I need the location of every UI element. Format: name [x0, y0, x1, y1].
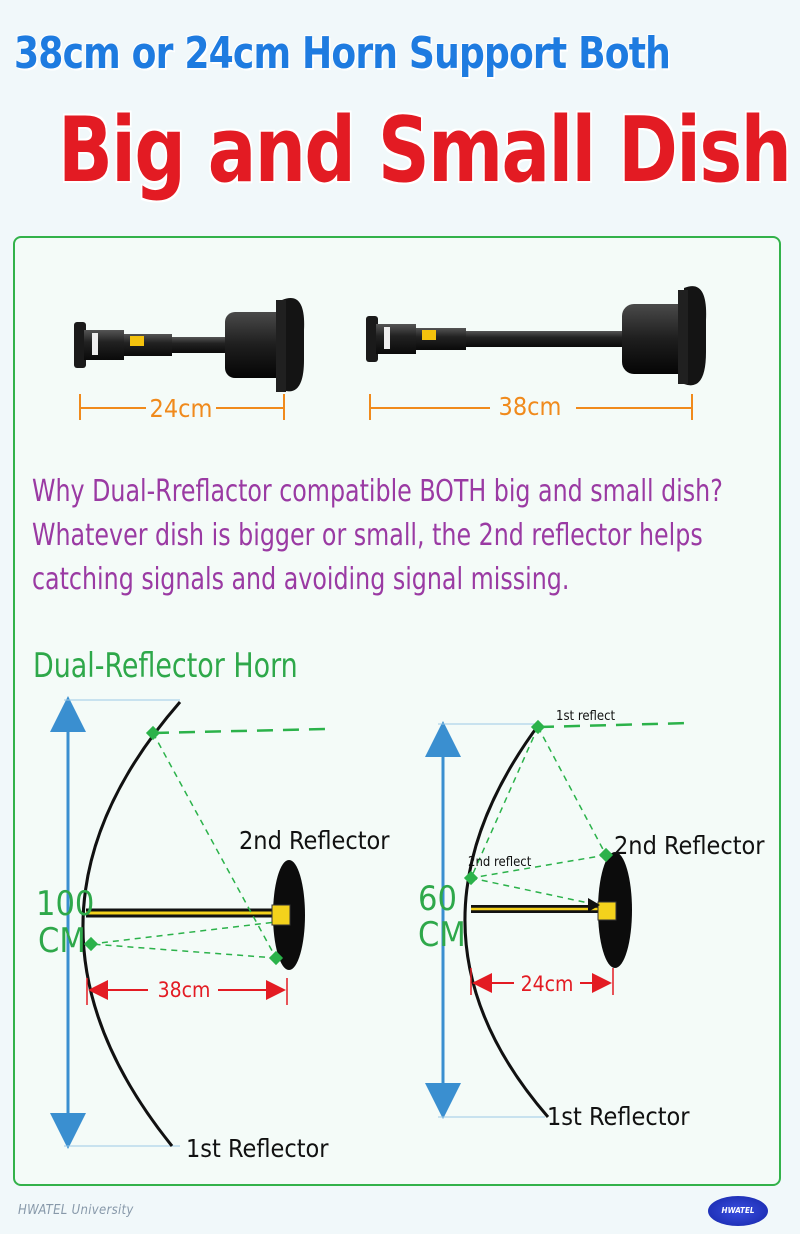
right-2nd-reflect-label: 2nd reflect: [468, 855, 532, 870]
explanation-text: Why Dual-Rreflactor compatible BOTH big …: [32, 470, 723, 602]
explanation-line-2: Whatever dish is bigger or small, the 2n…: [32, 518, 703, 553]
left-horn-length-label: 38cm: [158, 978, 211, 1002]
left-dish-diagram: 38cm 2nd Reflector 1st Reflector 100 CM: [36, 696, 390, 1163]
footer-brand: HWATEL University: [18, 1203, 134, 1218]
content-panel: [13, 236, 781, 1186]
left-2nd-reflector-label: 2nd Reflector: [239, 826, 390, 855]
explanation-line-3: catching signals and avoiding signal mis…: [32, 562, 570, 597]
horn-24cm-product: [74, 298, 305, 392]
horn-38cm-product: [366, 286, 707, 386]
dimension-24cm-label: 24cm: [150, 394, 213, 423]
right-1st-reflector-label: 1st Reflector: [547, 1102, 690, 1131]
headline-main: Big and Small Dish: [58, 98, 792, 203]
right-height-value: 60: [418, 879, 457, 919]
right-height-unit: CM: [418, 915, 466, 955]
left-1st-reflector-label: 1st Reflector: [186, 1134, 329, 1163]
explanation-line-1: Why Dual-Rreflactor compatible BOTH big …: [32, 474, 723, 509]
diagram-title: Dual-Reflector Horn: [33, 646, 298, 686]
headline-top: 38cm or 24cm Horn Support Both: [14, 28, 671, 79]
left-height-value: 100: [36, 884, 94, 924]
left-height-unit: CM: [38, 921, 86, 961]
dimension-24cm: 24cm: [79, 394, 285, 423]
dimension-38cm-label: 38cm: [499, 392, 562, 421]
right-1st-reflect-label: 1st reflect: [556, 709, 616, 724]
right-horn-length-label: 24cm: [521, 972, 574, 996]
dimension-38cm: 38cm: [369, 392, 693, 421]
brand-logo: HWATEL: [708, 1196, 768, 1226]
right-2nd-reflector-label: 2nd Reflector: [614, 831, 765, 860]
right-dish-diagram: 24cm 1st reflect 2nd reflect 2nd Reflect…: [418, 709, 765, 1131]
